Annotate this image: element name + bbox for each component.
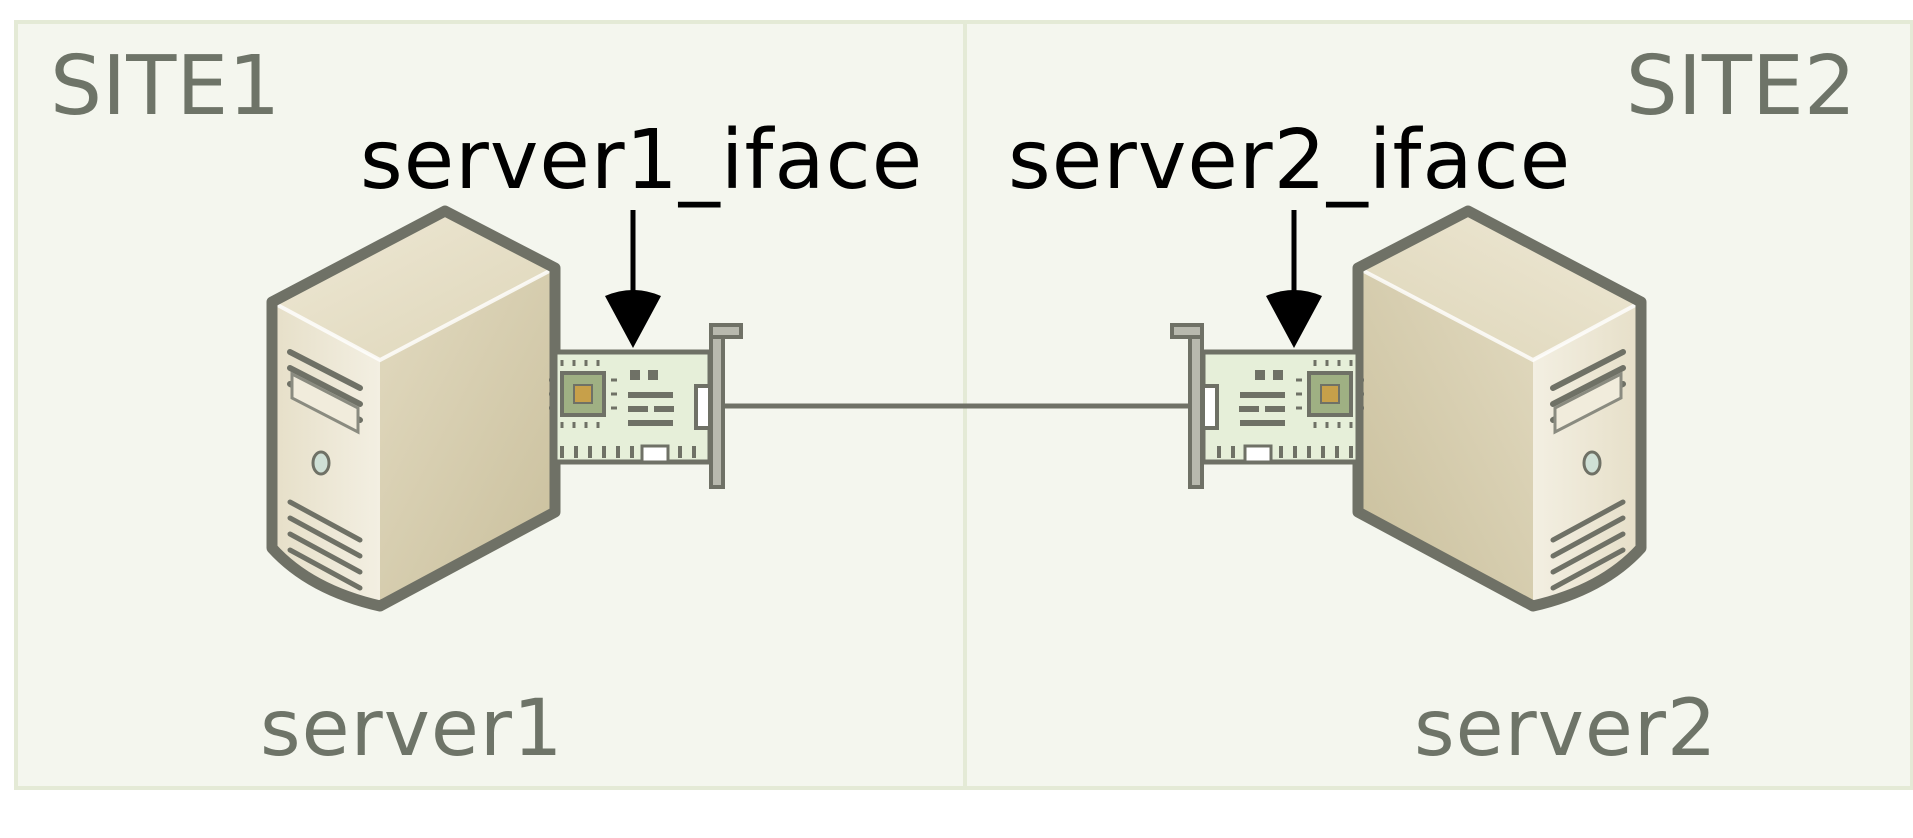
server2-iface-label: server2_iface xyxy=(1008,113,1572,208)
server2-icon xyxy=(1358,211,1641,606)
server1-iface-arrow-icon xyxy=(605,210,661,348)
server1-iface-label: server1_iface xyxy=(360,113,924,208)
server2-label: server2 xyxy=(1414,684,1718,774)
server2-iface-arrow-icon xyxy=(1266,210,1322,348)
site1-label: SITE1 xyxy=(50,39,281,134)
server1-nic-icon xyxy=(549,325,741,487)
server2-nic-icon xyxy=(1172,325,1364,487)
site2-label: SITE2 xyxy=(1625,39,1856,134)
server1-label: server1 xyxy=(260,684,564,774)
server1-icon xyxy=(272,211,555,606)
